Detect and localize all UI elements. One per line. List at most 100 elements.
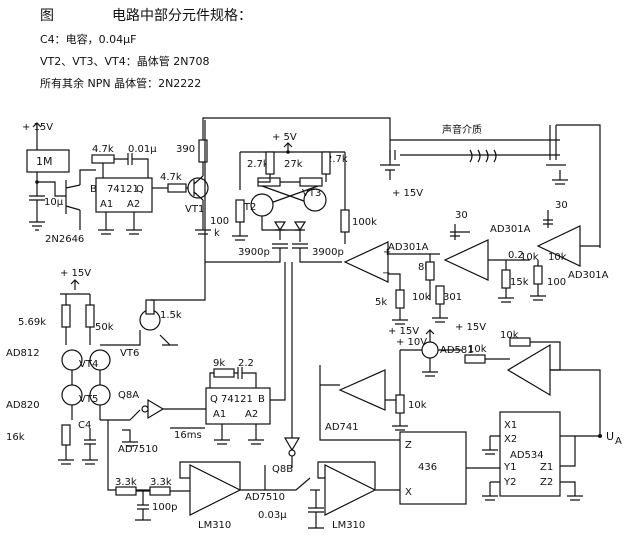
label-ad741: AD741 xyxy=(325,422,359,433)
label-r-3k3-b: 3.3k xyxy=(150,477,172,488)
ic-ad534-z1: Z1 xyxy=(540,462,553,473)
label-r-1k5: 1.5k xyxy=(160,310,182,321)
ic-74121-bottom-name: 74121 xyxy=(221,394,253,405)
page-title: 电路中部分元件规格： xyxy=(112,8,252,24)
transistor-vt3 xyxy=(303,188,327,212)
amplifier-chain: + − AD301A 8k 5k 10k 301 + 15V + 15V 30 … xyxy=(343,200,609,337)
label-c-02: 0.2 xyxy=(508,250,524,261)
label-r-2k7-l: 2.7k xyxy=(247,159,269,170)
label-r-10k-b: 10k xyxy=(412,292,431,303)
label-r-100: 100 xyxy=(547,277,566,288)
ramp-generator: + 15V 5.69k 50k AD812 VT4 VT6 AD820 VT5 … xyxy=(6,120,206,491)
label-vt4: VT4 xyxy=(79,359,98,370)
flip-flop: + 5V 2.7k 27k 2.7k VT2 VT3 100 k 100k 39… xyxy=(205,132,377,263)
figure-label: 图 xyxy=(40,8,54,24)
label-ad301a-2: AD301A xyxy=(490,224,531,235)
label-16ms: 16ms xyxy=(174,430,202,441)
ic-ad581 xyxy=(421,341,439,359)
label-r-100k-l1: 100 xyxy=(210,216,229,227)
label-r-50k: 50k xyxy=(95,322,114,333)
transistor-vt1 xyxy=(187,177,209,199)
opamp-ad301a-1 xyxy=(343,241,389,283)
label-vt3: VT3 xyxy=(302,188,321,199)
label-sound-medium: 声音介质 xyxy=(442,123,482,136)
label-r-4k7-a: 4.7k xyxy=(92,144,114,155)
label-ujt: 2N2646 xyxy=(45,234,84,245)
header: 图 电路中部分元件规格： C4：电容，0.04μF VT2、VT3、VT4：晶体… xyxy=(40,8,252,90)
gate-and-monostable-bottom: Q8A AD7510 9k 2.2 Q 74121 B A1 A2 16ms xyxy=(108,262,286,455)
label-vt6: VT6 xyxy=(120,348,139,359)
label-r-301: 301 xyxy=(443,292,462,303)
spec-line-3: 所有其余 NPN 晶体管：2N2222 xyxy=(40,76,201,90)
ic-436 xyxy=(399,431,467,505)
label-v15-top: + 15V xyxy=(22,122,53,133)
monostable-top: 4.7k 0.01μ 74121 B Q A1 A2 4.7k VT1 390 xyxy=(90,117,391,235)
output-label-sub: A xyxy=(615,436,622,447)
label-r-9k: 9k xyxy=(213,358,225,369)
label-vt1: VT1 xyxy=(185,204,204,215)
label-ad7510-b: AD7510 xyxy=(245,492,285,503)
label-r-1m: 1M xyxy=(36,155,53,168)
label-ad7510-a: AD7510 xyxy=(118,444,158,455)
opamp-ad301a-2 xyxy=(443,239,489,281)
ic-74121-bottom-q: Q xyxy=(210,394,218,405)
label-c-003: 0.03μ xyxy=(258,510,287,521)
label-c-3900-l: 3900p xyxy=(238,247,270,258)
ic-ad534-name: AD534 xyxy=(510,450,544,461)
svg-text:−: − xyxy=(382,268,390,279)
opamp-lm310-b xyxy=(324,464,377,516)
ic-ad534-y2: Y2 xyxy=(503,477,516,488)
label-r-3k3-a: 3.3k xyxy=(115,477,137,488)
label-r-30-a: 30 xyxy=(455,210,468,221)
multiplier-ad534: X1 X2 AD534 Y1 Y2 Z1 Z2 U A xyxy=(482,369,622,501)
label-c-22: 2.2 xyxy=(238,358,254,369)
label-c4: C4 xyxy=(78,420,91,431)
label-v15-mid1: + 15V xyxy=(388,326,419,337)
opamp-ad741 xyxy=(338,369,386,411)
ic-ad534-z2: Z2 xyxy=(540,477,553,488)
label-lm310-a: LM310 xyxy=(198,520,231,531)
label-r-4k7-b: 4.7k xyxy=(160,172,182,183)
svg-text:+: + xyxy=(383,247,391,258)
label-r-100k-r: 100k xyxy=(352,217,377,228)
spec-line-2: VT2、VT3、VT4：晶体管 2N708 xyxy=(40,54,209,68)
label-c-100p: 100p xyxy=(152,502,177,513)
ic-74121-bottom-a2: A2 xyxy=(245,409,258,420)
sample-hold: 3.3k 3.3k 100p LM310 AD7510 0.03μ LM310 xyxy=(115,461,400,531)
ic-74121-top-name: 74121 xyxy=(107,184,139,195)
ic-74121-bottom xyxy=(205,387,271,425)
opamp-lm310-a xyxy=(189,464,242,516)
label-v15-tx: + 15V xyxy=(392,188,423,199)
spec-line-1: C4：电容，0.04μF xyxy=(40,32,137,46)
ic-436-z: Z xyxy=(405,440,412,451)
opamp-output xyxy=(506,343,551,397)
ic-74121-top-a1: A1 xyxy=(100,199,113,210)
ic-ad534-y1: Y1 xyxy=(503,462,516,473)
capacitor-10u xyxy=(29,195,45,201)
label-q8b: Q8B xyxy=(272,464,293,475)
ic-74121-top xyxy=(95,177,153,213)
label-v15-left: + 15V xyxy=(60,268,91,279)
label-r-27k: 27k xyxy=(284,159,303,170)
sound-medium: 声音介质 + 15V xyxy=(380,123,601,248)
label-r-15k: 15k xyxy=(510,277,529,288)
gate-q8b: Q8B xyxy=(272,262,301,475)
label-r-2k7-r: 2.7k xyxy=(326,154,348,165)
label-ad301a-1: AD301A xyxy=(388,242,429,253)
label-vt2: VT2 xyxy=(237,202,256,213)
label-v15-mid2: + 15V xyxy=(455,322,486,333)
ic-74121-bottom-a1: A1 xyxy=(213,409,226,420)
output-label: U xyxy=(606,430,614,443)
label-r-16k: 16k xyxy=(6,432,25,443)
ic-ad534-x2: X2 xyxy=(504,434,517,445)
label-v10: + 10V xyxy=(396,337,427,348)
label-ad301a-3: AD301A xyxy=(568,270,609,281)
label-v5: + 5V xyxy=(272,132,297,143)
label-r-100k-l2: k xyxy=(214,228,220,239)
label-r-10k-d: 10k xyxy=(500,330,519,341)
label-r-5k69: 5.69k xyxy=(18,317,46,328)
ic-74121-top-b: B xyxy=(90,184,97,195)
ic-74121-top-a2: A2 xyxy=(127,199,140,210)
label-c-3900-r: 3900p xyxy=(312,247,344,258)
